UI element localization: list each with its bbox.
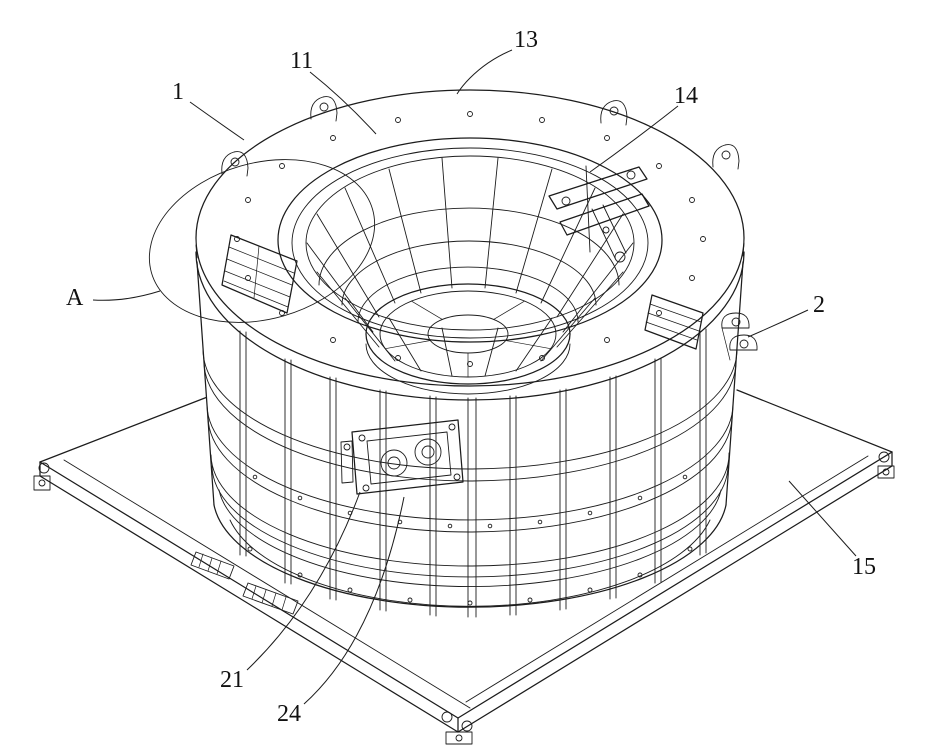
interior-mechanism-14 xyxy=(548,165,650,263)
plate-pad-hatched-2 xyxy=(242,582,299,615)
ref-label-14: 14 xyxy=(674,83,698,109)
leader-1 xyxy=(189,101,245,141)
cage-struts xyxy=(306,157,634,377)
leader-lines xyxy=(189,49,857,705)
ref-label-15: 15 xyxy=(852,554,876,580)
leader-14 xyxy=(589,105,679,173)
base-plate xyxy=(33,389,895,745)
leader-a xyxy=(92,290,161,301)
ref-label-13: 13 xyxy=(514,27,538,53)
leader-13 xyxy=(456,49,513,95)
outer-wall xyxy=(196,261,758,618)
clamp-block-right xyxy=(644,294,704,350)
plate-foot-left xyxy=(33,475,51,491)
ref-label-a: A xyxy=(66,285,84,311)
ref-labels: 13 11 1 14 A 2 15 21 24 xyxy=(66,27,876,727)
bottom-rim-bolts xyxy=(247,546,693,606)
inner-cage xyxy=(306,157,634,395)
flange-lifting-lugs xyxy=(221,96,740,177)
ref-label-11: 11 xyxy=(290,48,313,74)
plate-pad-hatched-1 xyxy=(190,551,235,580)
ref-label-2: 2 xyxy=(813,292,825,318)
leader-11 xyxy=(309,71,377,135)
plate-foot-front xyxy=(445,731,473,745)
ref-label-21: 21 xyxy=(220,667,244,693)
leader-21 xyxy=(246,491,361,671)
leader-15 xyxy=(788,480,857,557)
ref-label-1: 1 xyxy=(172,79,184,105)
clamp-block-left xyxy=(221,234,298,314)
detail-circle-a xyxy=(92,159,376,323)
leader-2 xyxy=(747,309,809,338)
front-plate-mechanism xyxy=(340,419,464,495)
mechanism-stud xyxy=(340,440,354,484)
plate-foot-right xyxy=(877,465,895,479)
ref-label-24: 24 xyxy=(277,701,301,727)
side-eye-lugs xyxy=(721,312,758,361)
leader-24 xyxy=(303,496,405,705)
hub-spokes xyxy=(384,300,552,378)
wall-ribs xyxy=(239,328,707,618)
